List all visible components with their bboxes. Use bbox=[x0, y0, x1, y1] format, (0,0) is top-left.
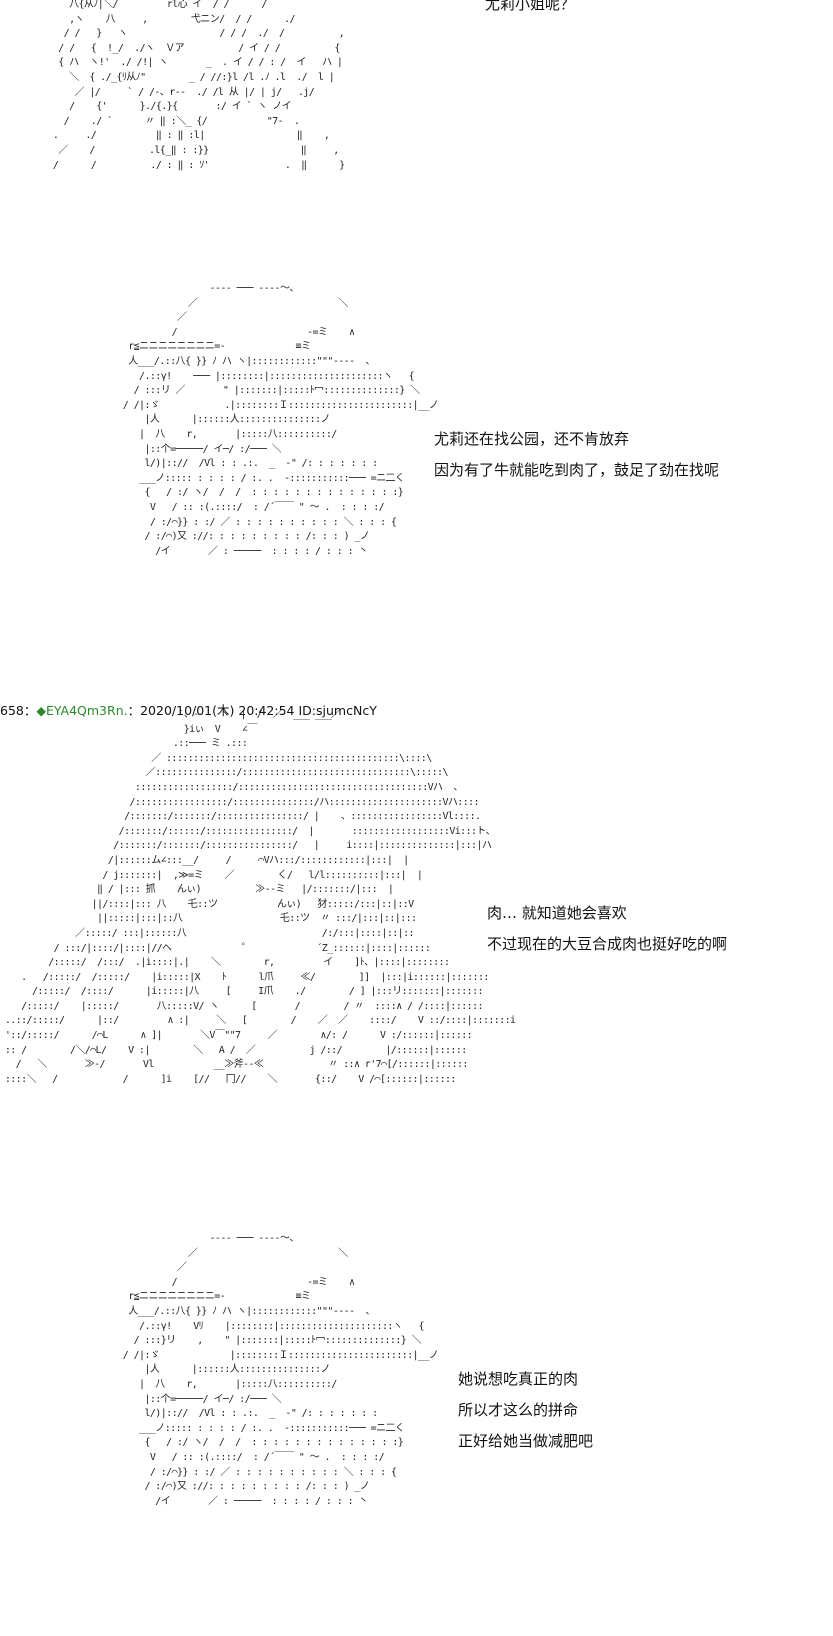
caption-block-2: 肉… 就知道她会喜欢 不过现在的大豆合成肉也挺好吃的啊 bbox=[487, 898, 727, 960]
ascii-art-chito-face: `、‐‐ ヽ | / ／ ___ ___／ }iぃ V ∠￣ .::─── ミ … bbox=[4, 709, 516, 1085]
caption-block-3: 她说想吃真正的肉 所以才这么的拼命 正好给她当做减肥吧 bbox=[458, 1364, 593, 1457]
caption-line: 尤莉还在找公园，还不肯放弃 bbox=[434, 430, 630, 448]
caption-line: 不过现在的大豆合成肉也挺好吃的啊 bbox=[487, 935, 728, 953]
post-header: 658：◆EYA4Qm3Rn.：2020/10/01(木) 20:42:54 I… bbox=[0, 700, 377, 719]
caption-line: 肉… 就知道她会喜欢 bbox=[487, 904, 627, 922]
post-id[interactable]: ID:sjumcNcY bbox=[298, 703, 377, 718]
post-author-name[interactable]: ◆EYA4Qm3Rn. bbox=[36, 703, 128, 718]
post-number: 658： bbox=[0, 703, 37, 718]
caption-line: 正好给她当做减肥吧 bbox=[458, 1432, 594, 1450]
caption-top: 尤莉小姐呢？ bbox=[485, 0, 575, 20]
caption-line: 她说想吃真正的肉 bbox=[458, 1370, 579, 1388]
caption-line: 尤莉小姐呢？ bbox=[485, 0, 576, 13]
ascii-art-top: 八{从ﾉ|＼/ rl心 イ / / / ,ヽ 八 , 弋ニン/ / / ./ /… bbox=[52, 0, 345, 171]
post-datetime: ：2020/10/01(木) 20:42:54 bbox=[127, 703, 295, 718]
ascii-art-yuri-2: ‐‐‐‐ ─── ‐‐‐‐〜、 ／ ＼ ／ / -=ミ ∧ r≦ニニニニニニニニ… bbox=[122, 1233, 439, 1507]
caption-line: 所以才这么的拼命 bbox=[458, 1401, 579, 1419]
caption-block-1: 尤莉还在找公园，还不肯放弃 因为有了牛就能吃到肉了，鼓足了劲在找呢 bbox=[434, 424, 719, 486]
caption-line: 因为有了牛就能吃到肉了，鼓足了劲在找呢 bbox=[434, 461, 720, 479]
ascii-art-yuri-1: ‐‐‐‐ ─── ‐‐‐‐〜、 ／ ＼ ／ / -=ミ ∧ r≦ニニニニニニニニ… bbox=[122, 283, 439, 557]
